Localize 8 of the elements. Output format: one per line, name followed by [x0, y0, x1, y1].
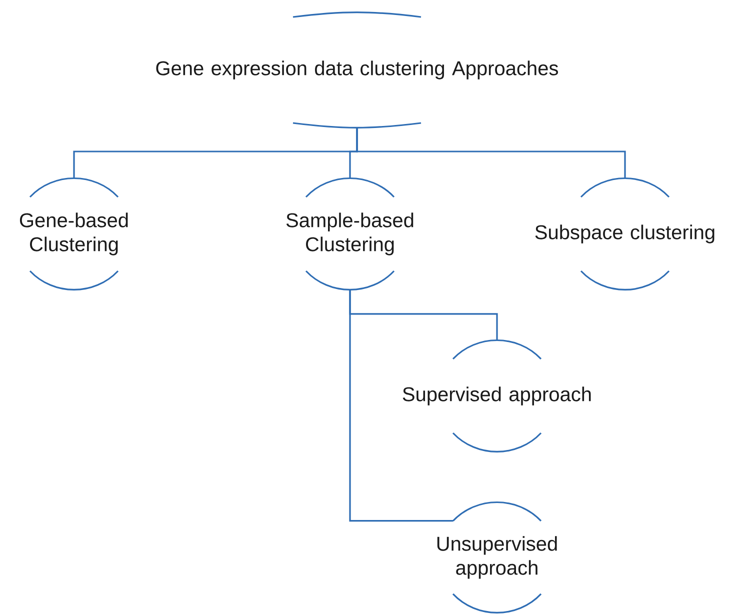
- connector-line: [349, 290, 453, 522]
- bracketed-text: Gene-based Clustering: [20, 177, 128, 291]
- bracketed-text: Unsupervised approach: [437, 501, 557, 614]
- bracketed-text: Sample-based Clustering: [286, 177, 414, 291]
- bracketed-text: Subspace clustering: [535, 177, 714, 291]
- bracketed-text: Gene expression data clustering Approaches: [156, 12, 558, 128]
- bracketed-text: Supervised approach: [402, 339, 591, 453]
- connector-line: [356, 127, 626, 178]
